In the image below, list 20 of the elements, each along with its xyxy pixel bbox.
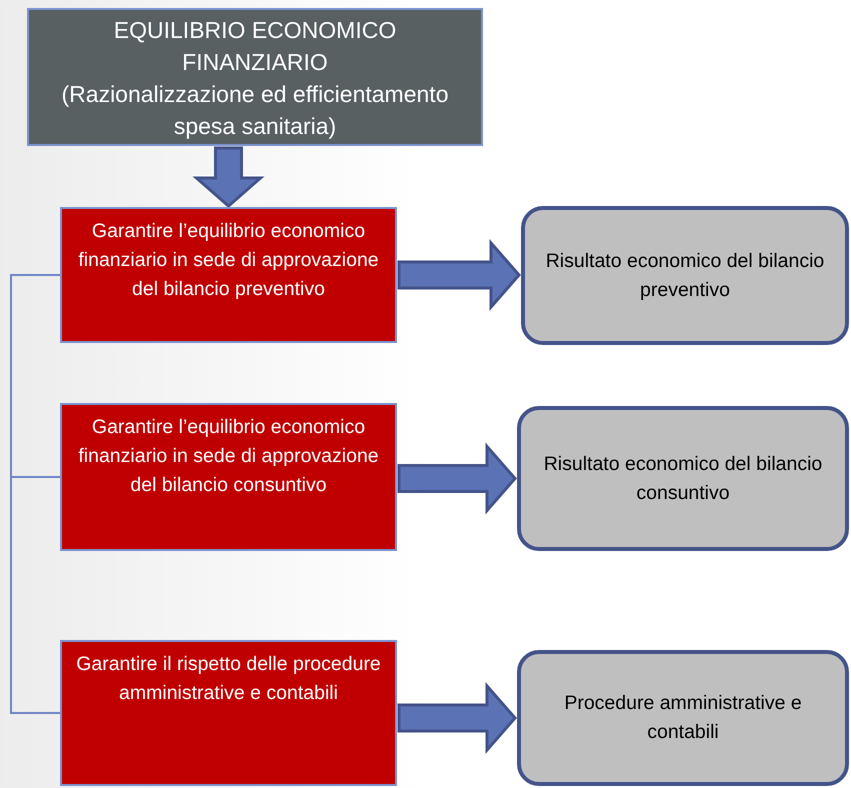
- result-box: [521, 206, 849, 345]
- box-text: EQUILIBRIO ECONOMICO FINANZIARIO: [112, 16, 398, 77]
- objective-box: [60, 640, 397, 786]
- box-text: Risultato economico del bilancio consuntivo: [542, 452, 824, 506]
- objective-box: [60, 207, 397, 343]
- block-arrow: [398, 442, 517, 514]
- block-arrow: [398, 239, 521, 311]
- box-subtitle: (Razionalizzazione ed efficientamento spesa sanitaria): [60, 80, 450, 141]
- block-arrow: [192, 146, 264, 208]
- block-arrow: [398, 682, 517, 754]
- objective-box: [60, 403, 397, 551]
- result-box: [517, 650, 849, 786]
- box-text: Garantire il rispetto delle procedure amministrative e contabili: [75, 652, 382, 706]
- box-text: Procedure amministrative e contabili: [563, 691, 803, 745]
- box-text: Garantire l’equilibrio economico finanziario in sede di approvazione del bilancio consuntivo: [77, 415, 380, 498]
- box-text: Garantire l’equilibrio economico finanziario in sede di approvazione del bilancio preventivo: [77, 219, 380, 302]
- result-box: [517, 406, 849, 551]
- box-text: Risultato economico del bilancio preventivo: [544, 248, 826, 302]
- bracket-line: [10, 274, 60, 714]
- title-box: [27, 8, 483, 146]
